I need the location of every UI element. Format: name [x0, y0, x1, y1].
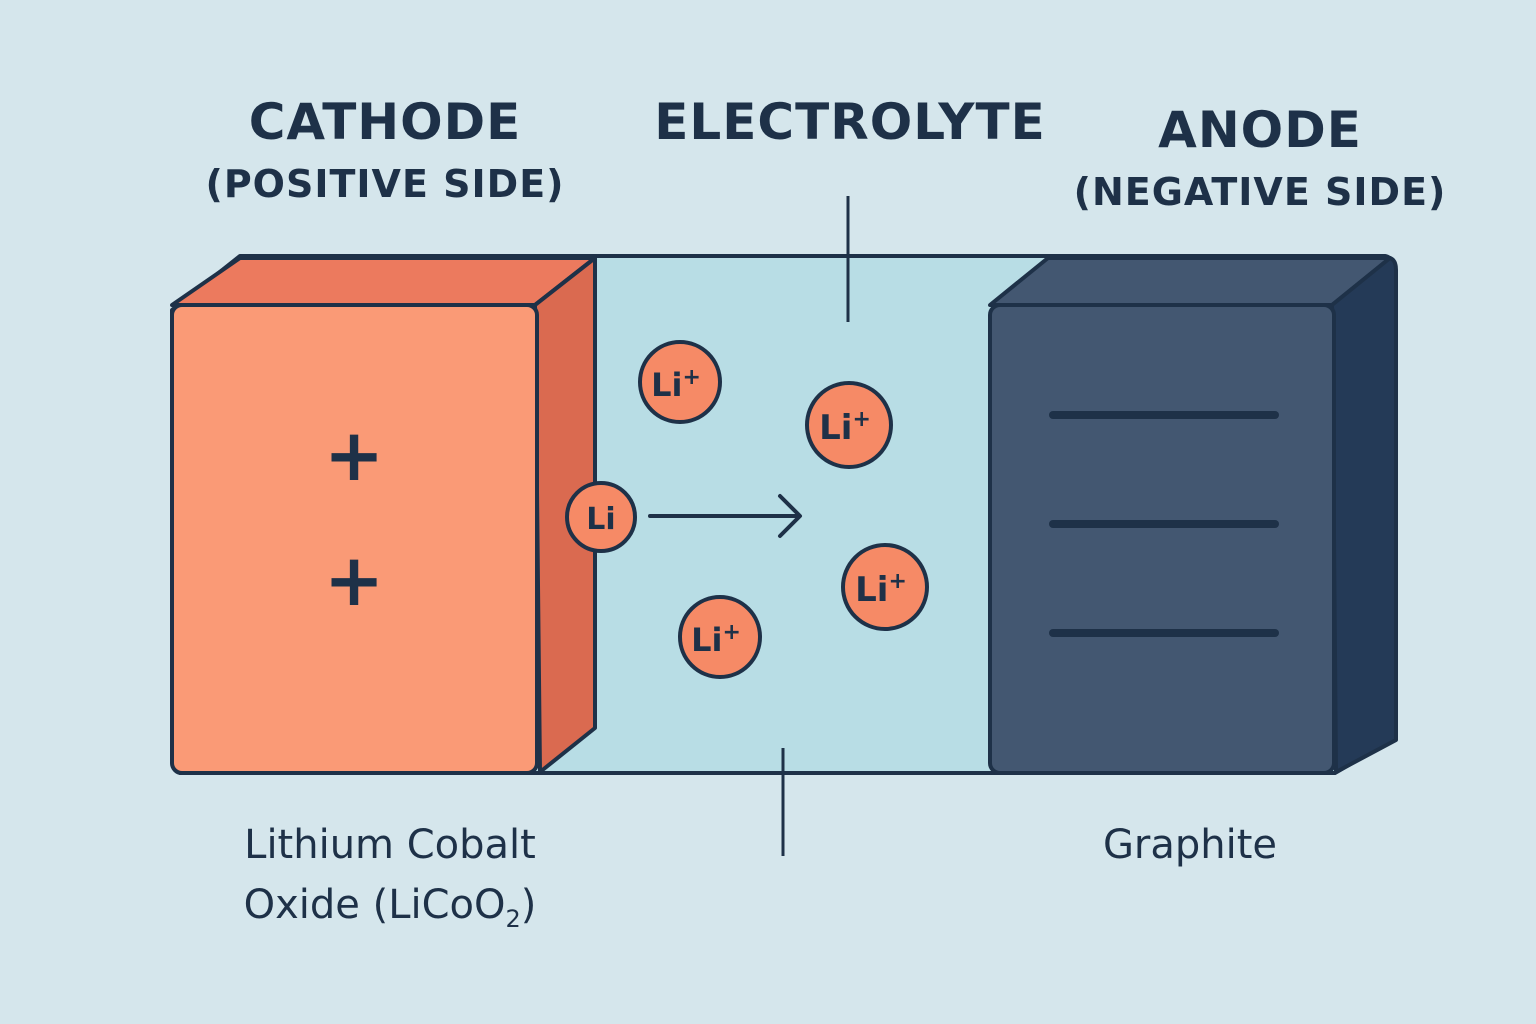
cathode-formula-prefix: Oxide (LiCoO: [243, 882, 506, 928]
svg-text:Li+: Li+: [855, 569, 907, 610]
electrolyte-heading: ELECTROLYTE: [620, 92, 1080, 152]
lithium-atom: Li: [565, 481, 637, 553]
anode-material-label: Graphite: [1102, 822, 1278, 868]
anode-title: ANODE: [1158, 101, 1362, 159]
ion-migration-arrow-icon: [648, 494, 802, 538]
lithium-ion-charge: +: [722, 620, 740, 645]
anode-block: [988, 256, 1398, 775]
lithium-ion-label: Li: [651, 366, 682, 404]
anode-top-face: [988, 256, 1392, 307]
electrolyte-title: ELECTROLYTE: [654, 93, 1046, 151]
cathode-plus-sign-1: +: [324, 413, 384, 497]
lithium-ion: Li+: [805, 381, 893, 469]
lithium-ion-charge: +: [852, 407, 870, 432]
cathode-block: + +: [170, 256, 597, 775]
lithium-ion: Li+: [841, 543, 929, 631]
cathode-formula-suffix: ): [520, 882, 537, 928]
cathode-title: CATHODE: [248, 93, 522, 151]
lithium-ion-label: Li: [691, 621, 722, 659]
lithium-ion-label: Li: [855, 570, 888, 610]
cathode-front-face: [170, 303, 539, 775]
cathode-material-line-2: Oxide (LiCoO2): [243, 882, 537, 933]
cathode-material-line-1: Lithium Cobalt: [244, 822, 536, 868]
cathode-plus-sign-2: +: [324, 538, 384, 622]
lithium-ion-label: Li: [819, 408, 852, 448]
anode-side-face: [1330, 256, 1398, 774]
lithium-ion: Li+: [638, 340, 722, 424]
anode-front-face: [988, 303, 1336, 775]
lithium-ion-charge: +: [888, 569, 906, 594]
svg-text:Li+: Li+: [819, 407, 871, 448]
lithium-ion-charge: +: [682, 365, 700, 390]
cathode-material-label: Lithium Cobalt Oxide (LiCoO2): [190, 815, 590, 949]
cathode-subtitle: (POSITIVE SIDE): [205, 162, 565, 206]
cathode-formula-subscript: 2: [505, 905, 521, 933]
anode-subtitle: (NEGATIVE SIDE): [1073, 170, 1447, 214]
cathode-heading: CATHODE (POSITIVE SIDE): [185, 92, 585, 208]
lithium-atom-label: Li: [586, 502, 615, 537]
lithium-ion: Li+: [678, 595, 762, 679]
svg-text:Li+: Li+: [691, 620, 741, 659]
svg-text:Li+: Li+: [651, 365, 701, 404]
cathode-top-face: [170, 256, 597, 307]
anode-heading: ANODE (NEGATIVE SIDE): [1060, 100, 1460, 216]
